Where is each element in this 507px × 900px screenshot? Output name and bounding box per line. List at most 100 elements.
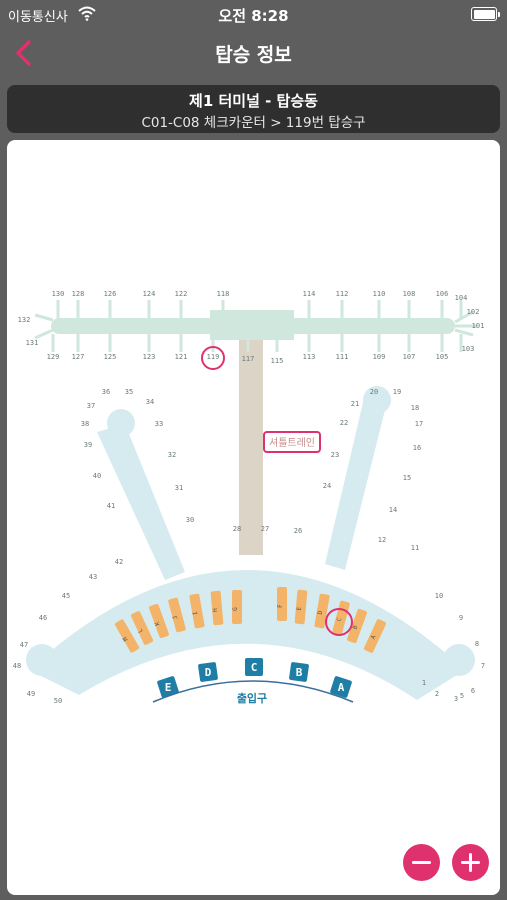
gate-label-131: 131: [26, 339, 39, 347]
check-in-counter-I: [189, 593, 205, 629]
gate-label-34: 34: [146, 398, 154, 406]
counter-label-E: E: [296, 606, 303, 611]
zoom-in-button[interactable]: [452, 844, 489, 881]
gate-label-32: 32: [168, 451, 176, 459]
check-in-counter-D: [314, 593, 330, 629]
counter-label-M: M: [122, 635, 130, 642]
gate-label-40: 40: [93, 472, 101, 480]
gate-label-2: 2: [435, 690, 439, 698]
gate-label-104: 104: [455, 294, 468, 302]
gate-label-47: 47: [20, 641, 28, 649]
right-wing-end: [443, 644, 475, 676]
check-in-counter-A: [363, 619, 387, 653]
shuttle-train-label: 셔틀트레인: [269, 437, 315, 449]
gate-label-9: 9: [459, 614, 463, 622]
check-in-counter-M: [114, 619, 140, 653]
gate-label-110: 110: [373, 290, 386, 298]
gate-label-14: 14: [389, 506, 397, 514]
gate-label-50: 50: [54, 697, 62, 705]
gate-label-101: 101: [472, 322, 485, 330]
gate-label-127: 127: [72, 353, 85, 361]
gate-label-41: 41: [107, 502, 115, 510]
highlighted-counter-marker: [325, 608, 353, 636]
gate-label-12: 12: [378, 536, 386, 544]
counter-label-B: B: [352, 624, 360, 630]
entrance-B: [289, 662, 309, 682]
check-in-counter-E: [294, 589, 308, 625]
back-button[interactable]: [6, 34, 44, 72]
counter-label-H: H: [212, 608, 219, 613]
gate-label-106: 106: [436, 290, 449, 298]
entrance-label-D: D: [205, 666, 212, 679]
gate-stub: [454, 310, 474, 324]
gate-label-109: 109: [373, 353, 386, 361]
page-title: 탑승 정보: [215, 44, 292, 66]
check-in-counter-J: [168, 597, 186, 633]
gate-label-26: 26: [294, 527, 302, 535]
gate-label-46: 46: [39, 614, 47, 622]
gate-label-45: 45: [62, 592, 70, 600]
gate-label-10: 10: [435, 592, 443, 600]
counter-label-L: L: [137, 627, 145, 634]
gate-label-7: 7: [481, 662, 485, 670]
route-subtitle: C01-C08 체크카운터 > 119번 탑승구: [141, 115, 366, 131]
gate-label-30: 30: [186, 516, 194, 524]
counter-label-A: A: [370, 634, 378, 641]
counter-label-D: D: [317, 610, 325, 615]
gate-label-128: 128: [72, 290, 85, 298]
gate-label-129: 129: [47, 353, 60, 361]
boarding-info-banner: 제1 터미널 - 탑승동 C01-C08 체크카운터 > 119번 탑승구: [7, 85, 500, 133]
gate-label-15: 15: [403, 474, 411, 482]
gate-label-43: 43: [89, 573, 97, 581]
gate-label-42: 42: [115, 558, 123, 566]
check-in-counter-B: [347, 608, 367, 644]
terminal-title: 제1 터미널 - 탑승동: [189, 92, 318, 110]
zoom-out-button[interactable]: [403, 844, 440, 881]
gate-label-27: 27: [261, 525, 269, 533]
gate-label-8: 8: [475, 640, 479, 648]
battery-icon: [471, 7, 500, 21]
gate-label-5: 5: [460, 692, 464, 700]
highlighted-gate-marker: [201, 346, 225, 370]
entrance-label-B: B: [296, 666, 303, 679]
gate-label-49: 49: [27, 690, 35, 698]
gate-label-20: 20: [370, 388, 378, 396]
gate-label-35: 35: [125, 388, 133, 396]
counter-label-J: J: [172, 615, 180, 620]
gate-label-48: 48: [13, 662, 21, 670]
entrance-label-A: A: [338, 681, 345, 694]
entrance-A: [330, 676, 352, 698]
chevron-left-icon: [16, 40, 31, 66]
left-pier-end: [107, 409, 135, 437]
gate-label-39: 39: [84, 441, 92, 449]
entrance-E: [157, 676, 179, 698]
check-in-counter-L: [130, 611, 154, 645]
gate-label-38: 38: [81, 420, 89, 428]
gate-label-18: 18: [411, 404, 419, 412]
gate-label-125: 125: [104, 353, 117, 361]
check-in-counter-F: [277, 587, 287, 621]
gate-label-103: 103: [462, 345, 475, 353]
check-in-counter-H: [210, 590, 224, 626]
entrance-D: [198, 662, 218, 682]
gate-label-24: 24: [323, 482, 331, 490]
gate-label-105: 105: [436, 353, 449, 361]
entrance-arc: [152, 680, 354, 703]
gate-label-123: 123: [143, 353, 156, 361]
shuttle-label-box: [263, 431, 321, 453]
gate-label-21: 21: [351, 400, 359, 408]
exit-label: 출입구: [237, 691, 267, 705]
entrance-label-E: E: [165, 681, 172, 694]
gate-label-115: 115: [271, 357, 284, 365]
left-wing-end: [26, 644, 58, 676]
navigation-bar: 탑승 정보: [0, 28, 507, 78]
gate-label-31: 31: [175, 484, 183, 492]
minus-icon: [412, 861, 431, 864]
gate-label-130: 130: [52, 290, 65, 298]
gate-stub: [34, 313, 54, 322]
gate-label-108: 108: [403, 290, 416, 298]
gate-label-121: 121: [175, 353, 188, 361]
shuttle-train-track: [239, 340, 263, 555]
